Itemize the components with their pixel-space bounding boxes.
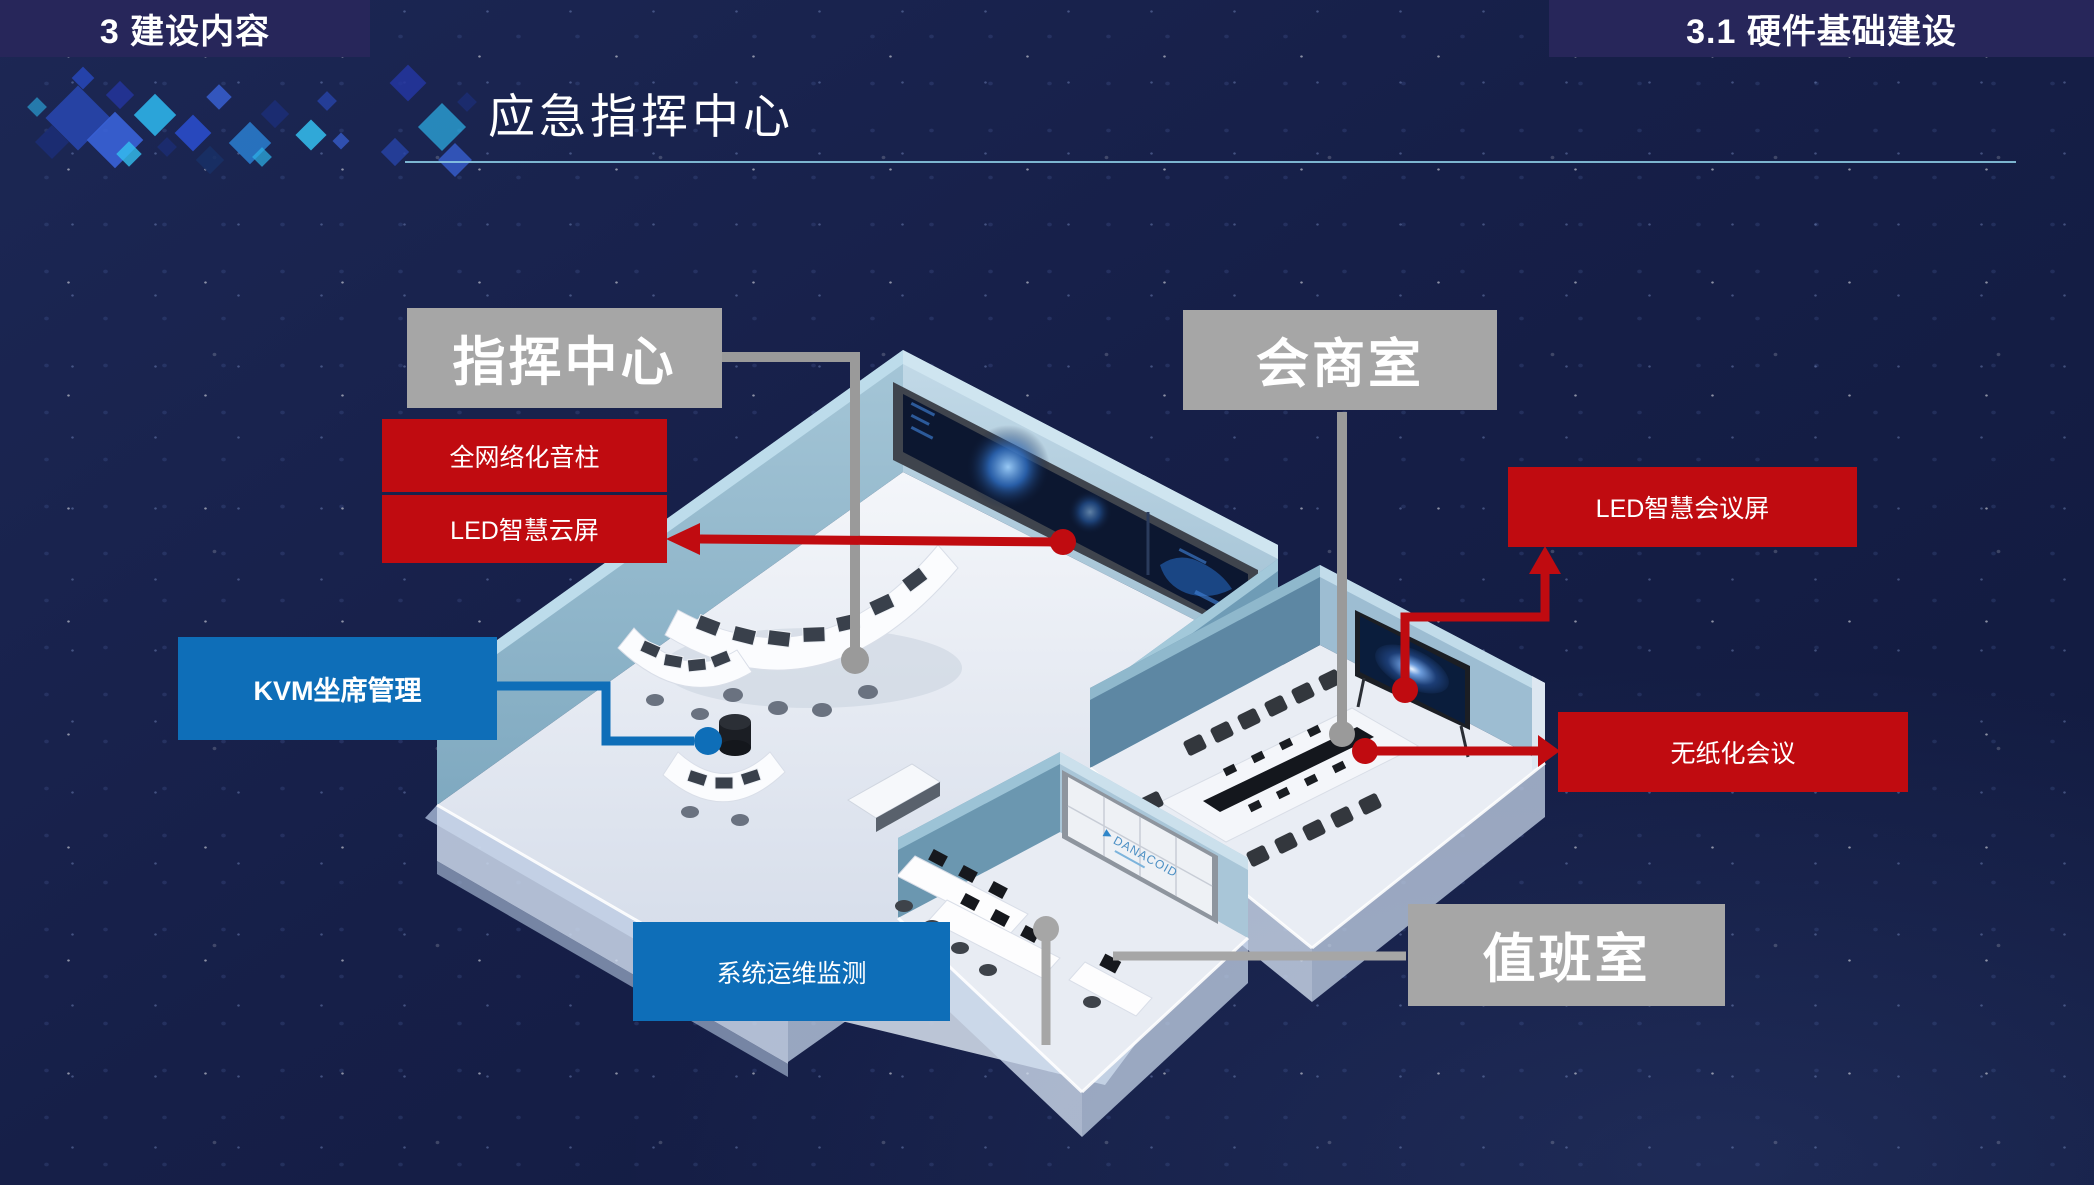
label-paperless-meeting: 无纸化会议: [1558, 712, 1908, 792]
label-command-center-text: 指挥中心: [452, 333, 677, 392]
label-network-audio-column-text: 全网络化音柱: [449, 443, 600, 472]
section-tab: 3 建设内容: [0, 0, 370, 57]
label-kvm-text: KVM坐席管理: [253, 676, 422, 706]
duty-room-video-wall: DANACOID: [1062, 770, 1218, 924]
meeting-room-anchor-dot: [1329, 721, 1355, 747]
subsection-tab-label: 3.1 硬件基础建设: [1686, 13, 1957, 51]
duty-room-desks: [895, 848, 1153, 1017]
duty-room-anchor-dot: [1033, 916, 1059, 942]
label-system-ops-monitoring: 系统运维监测: [633, 922, 950, 1021]
label-kvm-seat-management: KVM坐席管理: [178, 637, 497, 740]
command-center-anchor-dot: [841, 646, 869, 674]
label-meeting-room: 会商室: [1183, 310, 1497, 410]
cloud-screen-anchor-dot: [1050, 529, 1076, 555]
duty-room: DANACOID: [895, 752, 1250, 1137]
meeting-screen-anchor-dot: [1392, 677, 1418, 703]
subsection-tab: 3.1 硬件基础建设: [1549, 0, 2094, 57]
meeting-room-tv: [1355, 610, 1470, 758]
arrow-right-icon: [1538, 735, 1560, 767]
operator-consoles: [617, 544, 962, 832]
label-led-meeting-screen: LED智慧会议屏: [1508, 467, 1857, 547]
meeting-chairs: [1140, 669, 1382, 867]
arrow-up-icon: [1529, 546, 1561, 574]
conference-table: [1140, 669, 1420, 867]
label-led-cloud-screen-text: LED智慧云屏: [450, 517, 599, 545]
section-tab-label: 3 建设内容: [99, 13, 271, 51]
label-meeting-room-text: 会商室: [1256, 335, 1424, 394]
label-duty-room-text: 值班室: [1482, 930, 1651, 989]
label-command-center: 指挥中心: [407, 308, 722, 408]
page-title: 应急指挥中心: [488, 90, 794, 143]
kvm-cabinet: [719, 714, 751, 756]
label-paperless-meeting-text: 无纸化会议: [1670, 740, 1796, 768]
arrow-left-icon: [666, 523, 700, 555]
kvm-anchor-dot: [694, 727, 722, 755]
label-system-ops-text: 系统运维监测: [716, 959, 867, 988]
title-underline: [405, 161, 2016, 163]
led-video-wall: [893, 382, 1258, 642]
label-duty-room: 值班室: [1408, 904, 1725, 1006]
label-led-cloud-screen: LED智慧云屏: [382, 495, 667, 563]
connector-lines: [495, 352, 1561, 1045]
label-network-audio-column: 全网络化音柱: [382, 419, 667, 492]
label-led-meeting-screen-text: LED智慧会议屏: [1595, 495, 1770, 523]
paperless-anchor-dot: [1352, 738, 1378, 764]
